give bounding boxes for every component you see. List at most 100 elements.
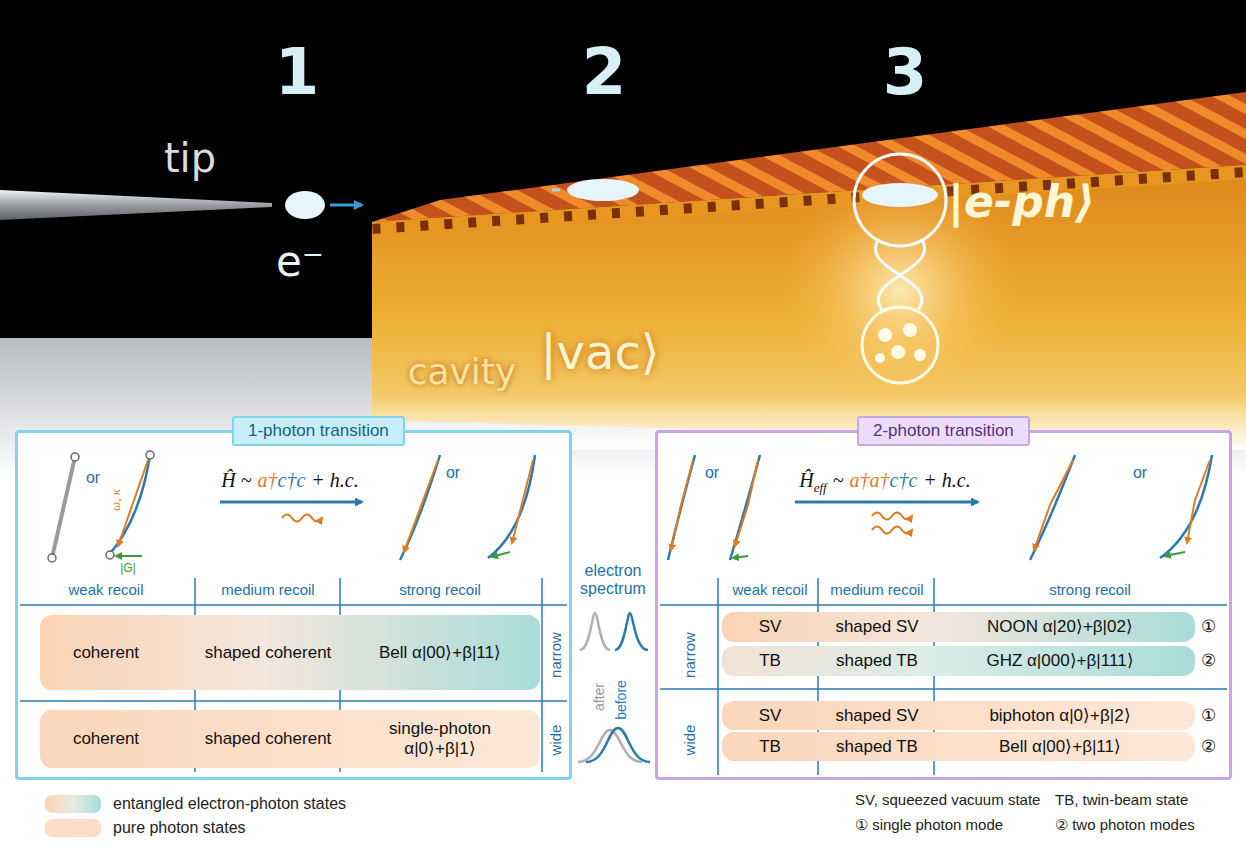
electron <box>862 183 938 207</box>
rule <box>20 604 567 606</box>
photon <box>875 353 885 363</box>
state-label: |e-ph⟩ <box>948 178 1095 226</box>
photon-bubble <box>862 307 938 383</box>
electron <box>285 191 325 219</box>
formula-part: + h.c. <box>311 469 358 491</box>
formula-part: Ĥ ~ <box>221 469 251 491</box>
rule <box>717 578 719 775</box>
or-text: or <box>705 464 719 482</box>
spectrum-before <box>586 728 650 762</box>
recoil-arrow <box>1165 552 1185 556</box>
photon-arrow <box>1187 460 1210 543</box>
formula-part: c†c <box>278 469 306 491</box>
electron-arrow <box>220 501 362 504</box>
photon <box>903 323 917 337</box>
key-note: SV, squeezed vacuum state <box>855 792 1040 809</box>
panel-tab: 1-photon transition <box>232 416 405 446</box>
electron-spectrum <box>578 613 650 762</box>
state-dot <box>71 453 79 461</box>
column-header: medium recoil <box>830 582 923 599</box>
legend-text: pure photon states <box>113 819 246 837</box>
tip <box>0 190 272 220</box>
state-label: |vac⟩ <box>540 326 659 379</box>
state-band: TBshaped TBBell α|00⟩+β|11⟩② <box>722 732 1195 761</box>
photon <box>914 349 926 361</box>
formula-part: + h.c. <box>923 469 970 491</box>
state-band: SVshaped SVbiphoton α|0⟩+β|2⟩① <box>722 701 1195 730</box>
legend-swatch <box>45 795 101 813</box>
photon-arrow <box>671 460 693 550</box>
formula-part: a†a† <box>850 469 890 491</box>
state-band: TBshaped TBGHZ α|000⟩+β|111⟩② <box>722 646 1195 676</box>
state-cell: TB <box>759 651 781 671</box>
or-text: or <box>1133 464 1147 482</box>
column-header: strong recoil <box>1049 582 1131 599</box>
dispersion-curve <box>668 455 695 560</box>
dispersion-curve <box>488 455 535 558</box>
electron-arrow <box>795 501 978 504</box>
rule <box>660 688 1227 690</box>
dispersion-sketches <box>48 451 1212 562</box>
part-label: tip <box>164 136 216 180</box>
callout-number: 2 <box>582 37 627 107</box>
photon <box>891 345 905 359</box>
photon-arrow <box>735 460 758 546</box>
spectrum-ground <box>574 558 654 770</box>
entangle-loop <box>854 154 946 246</box>
panel-ground <box>655 430 1232 780</box>
key-note: ② two photon modes <box>1055 817 1195 834</box>
state-cell: single-photon α|0⟩+β|1⟩ <box>378 719 503 758</box>
photon-wave <box>872 513 912 520</box>
state-cell: ② <box>1201 737 1216 757</box>
formula: Ĥ ~a†c†c+ h.c. <box>221 469 358 491</box>
spectrum-after <box>580 613 610 650</box>
state-cell: biphoton α|0⟩+β|2⟩ <box>989 706 1130 726</box>
state-cell: Bell α|00⟩+β|11⟩ <box>999 737 1121 757</box>
dispersion-curve <box>1030 455 1075 560</box>
state-cell: ① <box>1201 706 1216 726</box>
row-header: narrow <box>548 632 565 678</box>
entangle-link <box>875 240 924 310</box>
state-band: coherentshaped coherentsingle-photon α|0… <box>40 710 540 768</box>
state-cell: shaped SV <box>835 706 918 726</box>
state-cell: GHZ α|000⟩+β|111⟩ <box>986 651 1133 671</box>
callout-number: 3 <box>883 37 928 107</box>
row-header: wide <box>682 725 699 756</box>
state-cell: Bell α|00⟩+β|11⟩ <box>378 643 503 663</box>
state-dot <box>146 451 154 459</box>
row-header: narrow <box>682 632 699 678</box>
rule <box>660 604 1227 606</box>
state-cell: shaped coherent <box>205 643 332 663</box>
part-label: cavity <box>408 352 517 392</box>
dispersion-curve <box>1160 455 1212 558</box>
spectrum-title: electron spectrum <box>573 562 653 597</box>
spectrum-label: after <box>592 683 607 711</box>
column-header: weak recoil <box>68 582 143 599</box>
spectrum-before <box>615 613 648 650</box>
dispersion-curve <box>400 455 440 560</box>
electron <box>567 179 639 201</box>
state-cell: SV <box>759 617 782 637</box>
electron-arrow <box>330 204 362 207</box>
formula: Ĥeff~a†a†c†c+ h.c. <box>799 469 970 491</box>
dispersion-curve <box>108 455 150 556</box>
state-cell: TB <box>759 737 781 757</box>
legend-swatch <box>45 819 101 837</box>
photon-wave <box>872 527 912 534</box>
symbol-label: |G| <box>120 562 136 575</box>
photon-arrow <box>1034 460 1073 550</box>
column-header: weak recoil <box>732 582 807 599</box>
state-band: SVshaped SVNOON α|20⟩+β|02⟩① <box>722 612 1195 642</box>
state-cell: SV <box>759 706 782 726</box>
key-note: TB, twin-beam state <box>1055 792 1188 809</box>
state-dot <box>106 551 114 559</box>
state-cell: NOON α|20⟩+β|02⟩ <box>987 617 1133 637</box>
dispersion-line <box>52 457 75 558</box>
formula-part: Ĥ <box>799 469 813 491</box>
spectrum-label: before <box>614 680 629 720</box>
rule <box>20 700 567 702</box>
state-cell: shaped SV <box>835 617 918 637</box>
panel-tab: 2-photon transition <box>857 416 1030 446</box>
state-cell: ② <box>1201 651 1216 671</box>
